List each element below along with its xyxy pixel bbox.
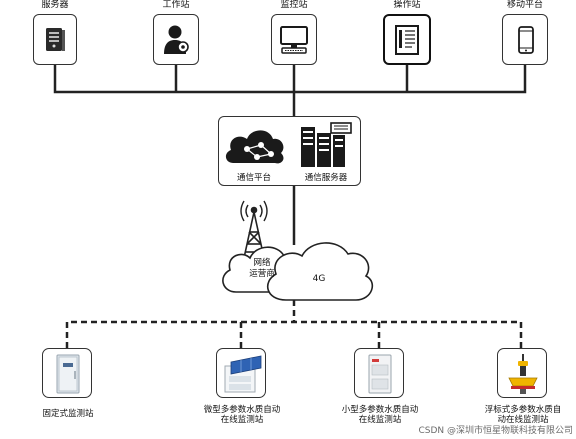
- operator-label-line1: 网络: [253, 258, 271, 268]
- station-small-label-line1: 小型多参数水质自动: [341, 405, 419, 415]
- terminal-operator-station[interactable]: [383, 14, 431, 65]
- server-tower-icon: [46, 28, 65, 51]
- server-rack-icon: [301, 122, 352, 167]
- station-buoy-label: 浮标式多参数水质自 动在线监测站: [476, 405, 570, 425]
- server-label: 通信服务器: [304, 173, 348, 183]
- operator-label: 网络 运营商: [244, 258, 280, 280]
- 4g-label: 4G: [312, 274, 326, 284]
- buoy-station-icon: [508, 354, 538, 394]
- operator-label-line2: 运营商: [249, 269, 275, 279]
- platform-label: 通信平台: [236, 173, 271, 183]
- station-small-label-line2: 在线监测站: [358, 415, 402, 425]
- terminal-label-monitor-station: 监控站: [280, 0, 308, 10]
- station-small-label: 小型多参数水质自动 在线监测站: [334, 405, 426, 425]
- terminal-mobile-platform[interactable]: [502, 14, 548, 65]
- user-gear-icon: [164, 25, 189, 54]
- station-small[interactable]: [354, 348, 404, 398]
- terminal-label-mobile-platform: 移动平台: [506, 0, 543, 10]
- small-cabinet-icon: [368, 354, 392, 394]
- watermark: CSDN @深圳市恒星物联科技有限公司: [418, 426, 573, 436]
- station-fixed-label: 固定式监测站: [42, 409, 94, 419]
- solar-station-icon: [224, 355, 262, 393]
- station-buoy[interactable]: [497, 348, 547, 398]
- radio-tower-icon: [240, 200, 268, 259]
- communication-center: 通信平台 通信服务器: [218, 116, 361, 186]
- terminal-label-workstation: 工作站: [162, 0, 190, 10]
- station-micro[interactable]: [216, 348, 266, 398]
- station-fixed[interactable]: [42, 348, 92, 398]
- terminal-monitor-station[interactable]: [271, 14, 317, 65]
- desktop-computer-icon: [280, 26, 308, 54]
- station-micro-label-line1: 微型多参数水质自动: [203, 405, 281, 415]
- top-bus-line: [53, 65, 527, 94]
- bottom-dashed-bus: [65, 320, 523, 348]
- smartphone-icon: [518, 26, 534, 54]
- cloud-network-icon: [225, 130, 284, 164]
- 4g-cloud-shape: [266, 242, 374, 301]
- terminal-label-operator-station: 操作站: [393, 0, 421, 10]
- station-buoy-label-line1: 浮标式多参数水质自: [484, 405, 562, 415]
- document-panel-icon: [395, 25, 419, 55]
- terminal-label-server: 服务器: [41, 0, 69, 10]
- station-micro-label: 微型多参数水质自动 在线监测站: [196, 405, 288, 425]
- terminal-workstation[interactable]: [153, 14, 199, 65]
- station-micro-label-line2: 在线监测站: [220, 415, 264, 425]
- terminal-server[interactable]: [33, 14, 77, 65]
- cabinet-station-icon: [56, 354, 80, 394]
- station-buoy-label-line2: 动在线监测站: [497, 415, 549, 425]
